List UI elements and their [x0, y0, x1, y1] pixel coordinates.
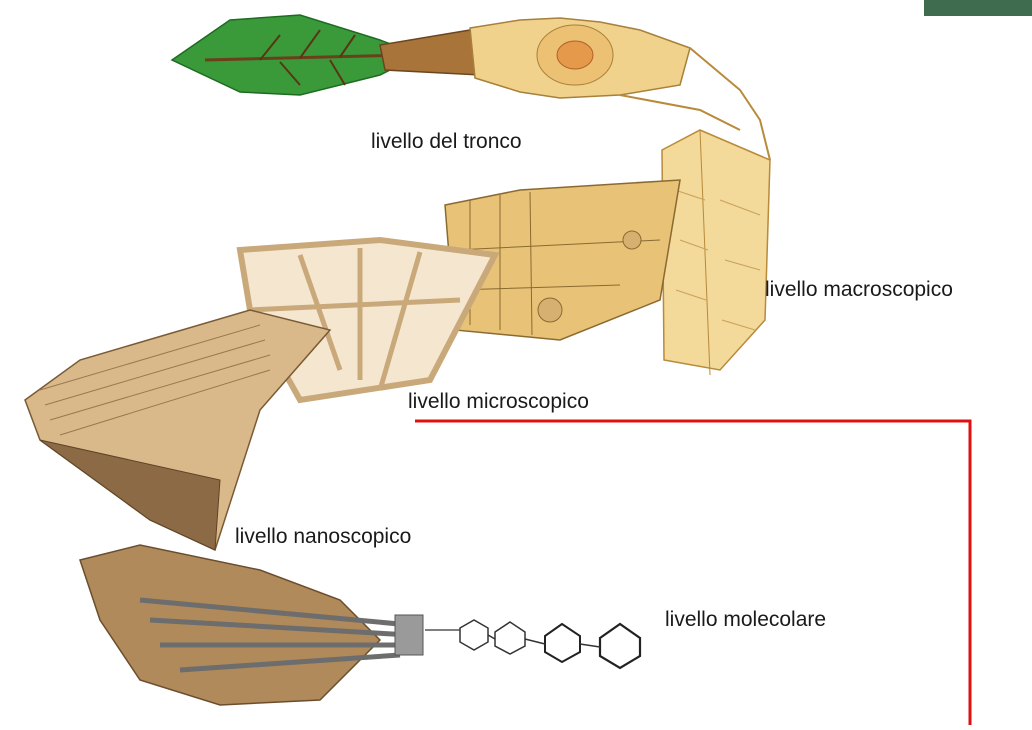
macroscopic-illustration — [662, 130, 770, 375]
label-trunk-level: livello del tronco — [371, 130, 522, 154]
label-nanoscopic-level: livello nanoscopico — [235, 525, 411, 549]
label-molecular-level: livello molecolare — [665, 608, 826, 632]
corner-tab — [924, 0, 1032, 16]
label-macroscopic-level: livello macroscopico — [765, 278, 953, 302]
label-microscopic-level: livello microscopico — [408, 390, 589, 414]
microscopic-illustration — [240, 180, 680, 400]
connector-line — [415, 421, 970, 725]
nanoscopic-illustration — [25, 310, 330, 550]
molecular-illustration — [80, 545, 640, 705]
